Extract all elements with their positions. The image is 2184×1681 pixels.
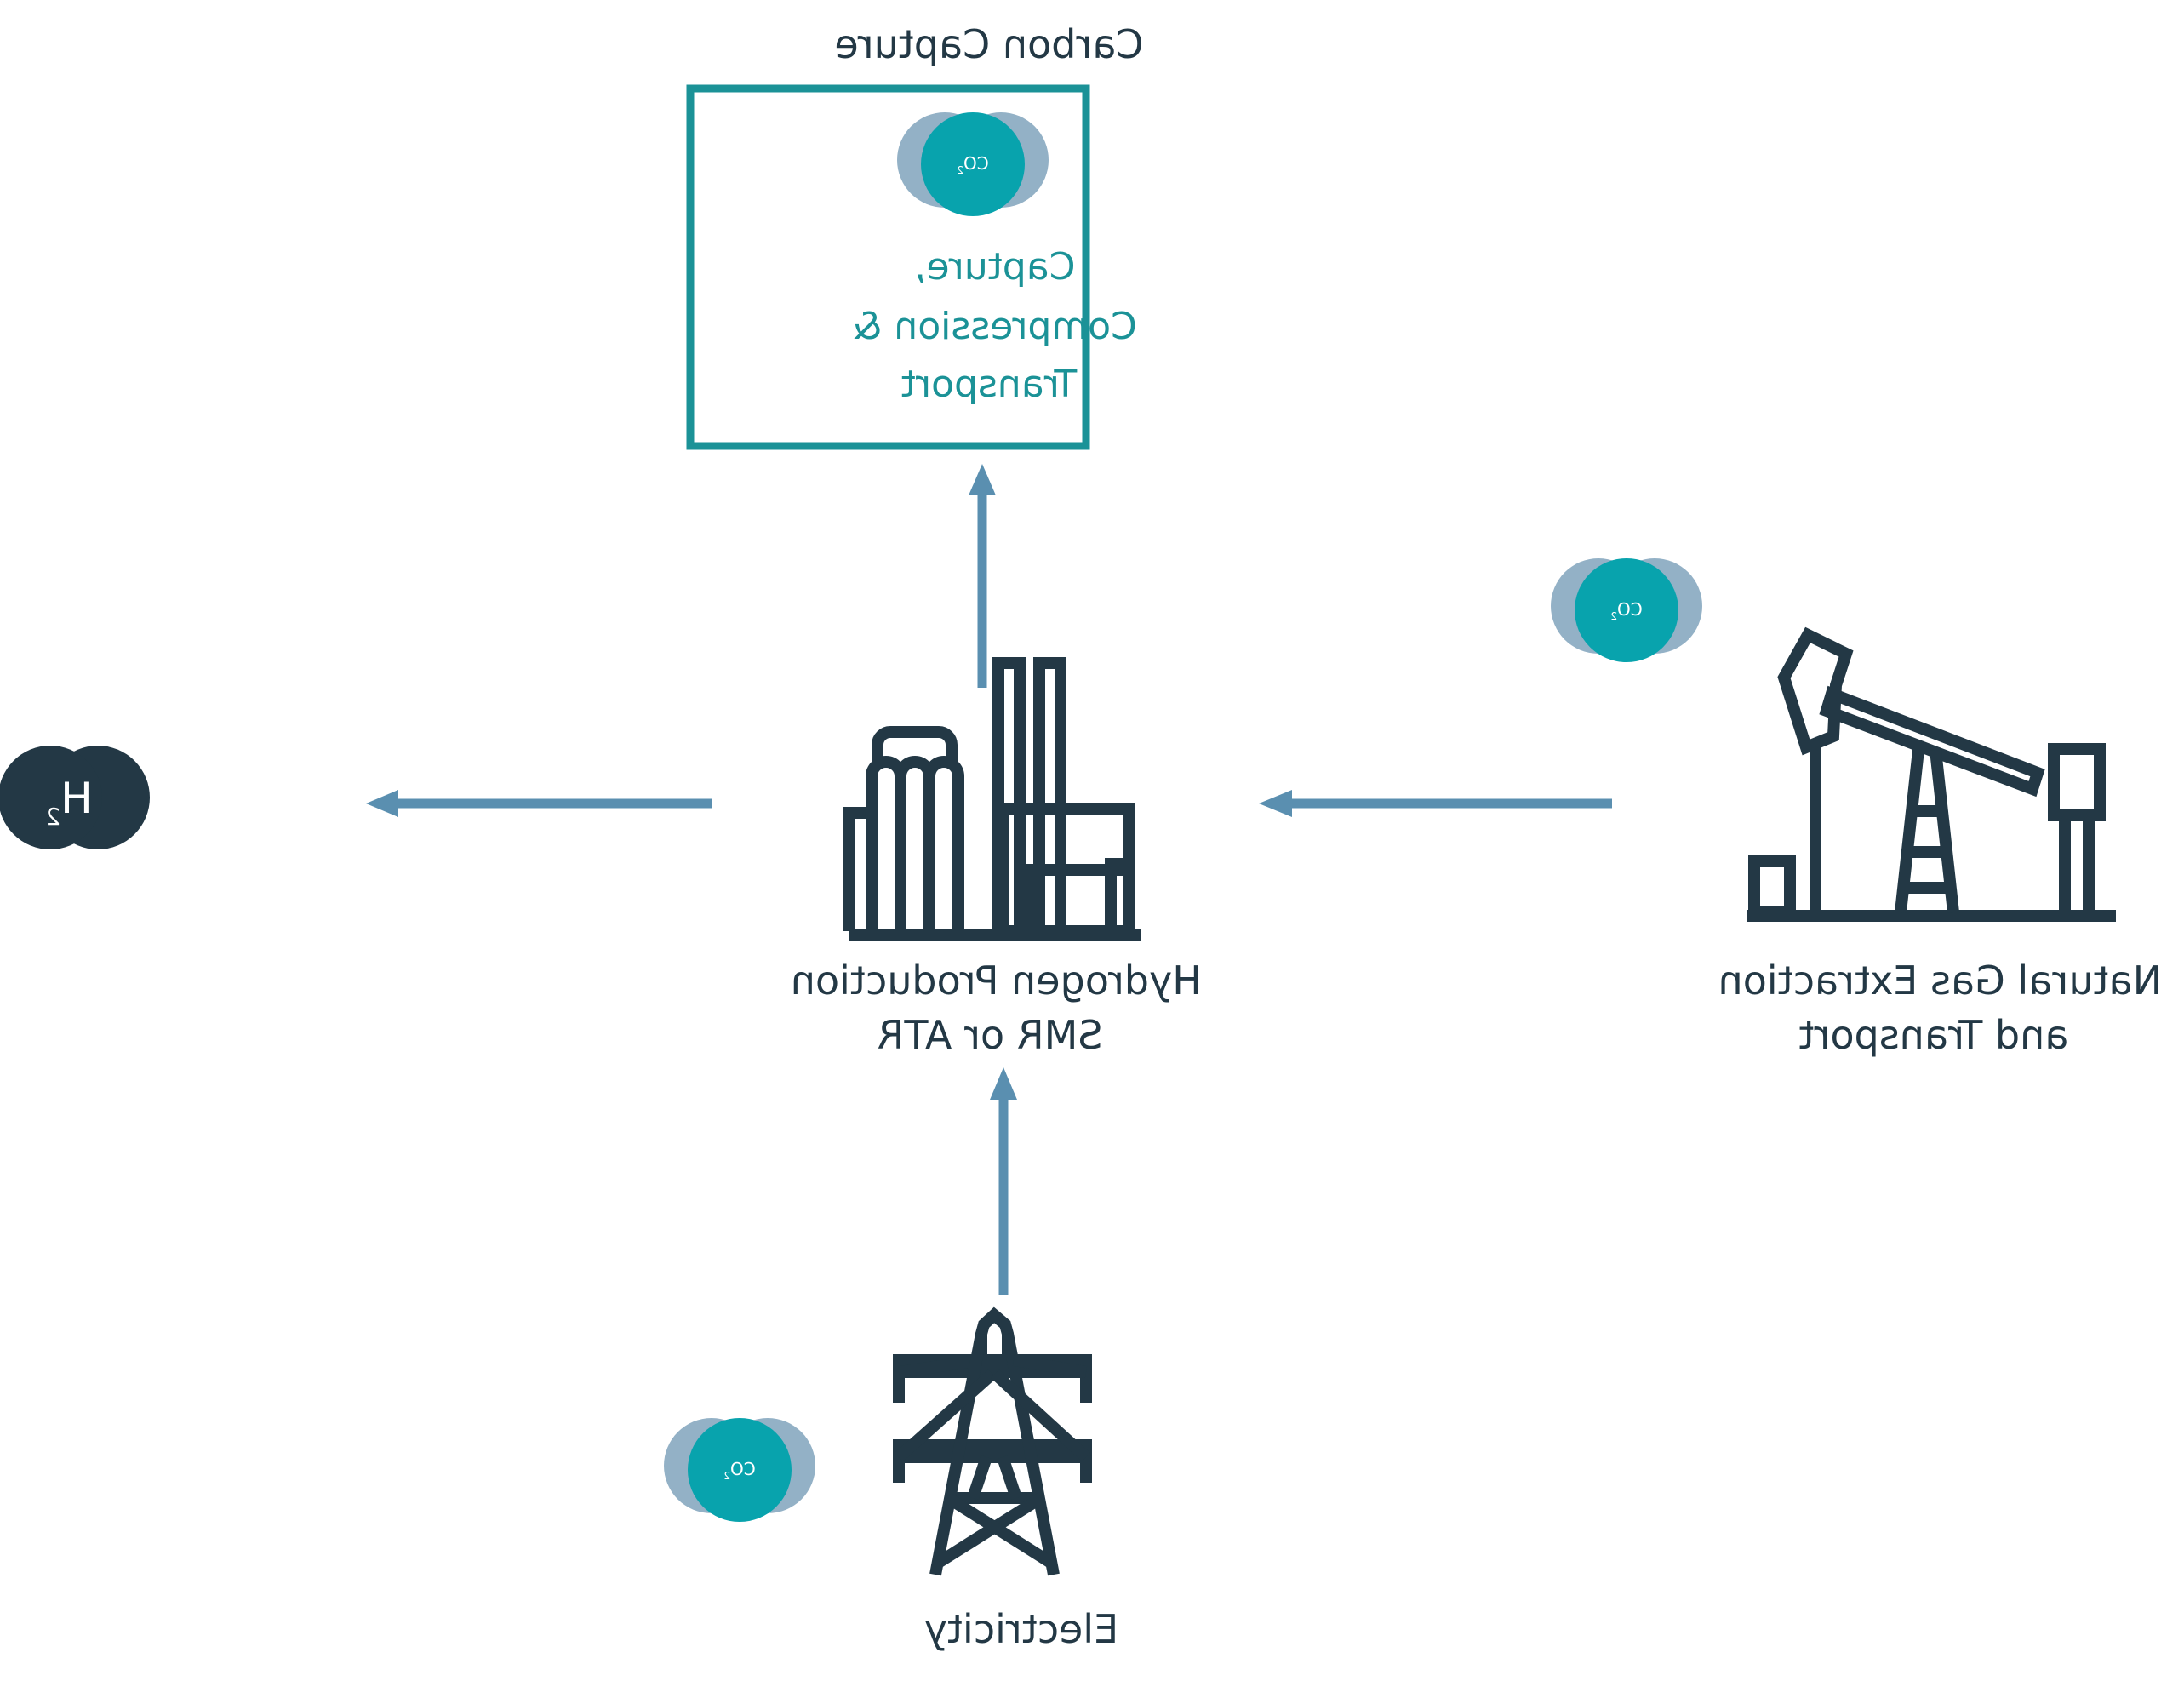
co2-label: CO2 [723, 1459, 755, 1482]
carbon-capture-title: Carbon Capture [834, 21, 1143, 67]
h2-label: H2 [45, 774, 92, 831]
co2-bubble-natural-gas: CO2 [1551, 558, 1702, 662]
arrows [366, 464, 1612, 1295]
electricity-label: Electricity [924, 1606, 1119, 1652]
natural-gas-label: Natural Gas Extraction and Transport [1706, 958, 2162, 1058]
hydrogen-production-label: Hydrogen Production SMR or ATR [778, 958, 1202, 1058]
pumpjack-icon [1747, 626, 2116, 922]
co2-label: CO2 [1610, 599, 1642, 622]
co2-bubble-electricity: CO2 [664, 1418, 815, 1522]
carbon-capture-box-text: Capture, Compression & Transport [841, 245, 1137, 406]
h2-molecule: H2 [0, 746, 150, 849]
co2-bubble-capture: CO2 [897, 112, 1049, 216]
carbon-capture-box [686, 84, 1090, 450]
refinery-icon [843, 657, 1141, 941]
co2-label: CO2 [957, 153, 988, 176]
power-pylon-icon [893, 1306, 1092, 1576]
